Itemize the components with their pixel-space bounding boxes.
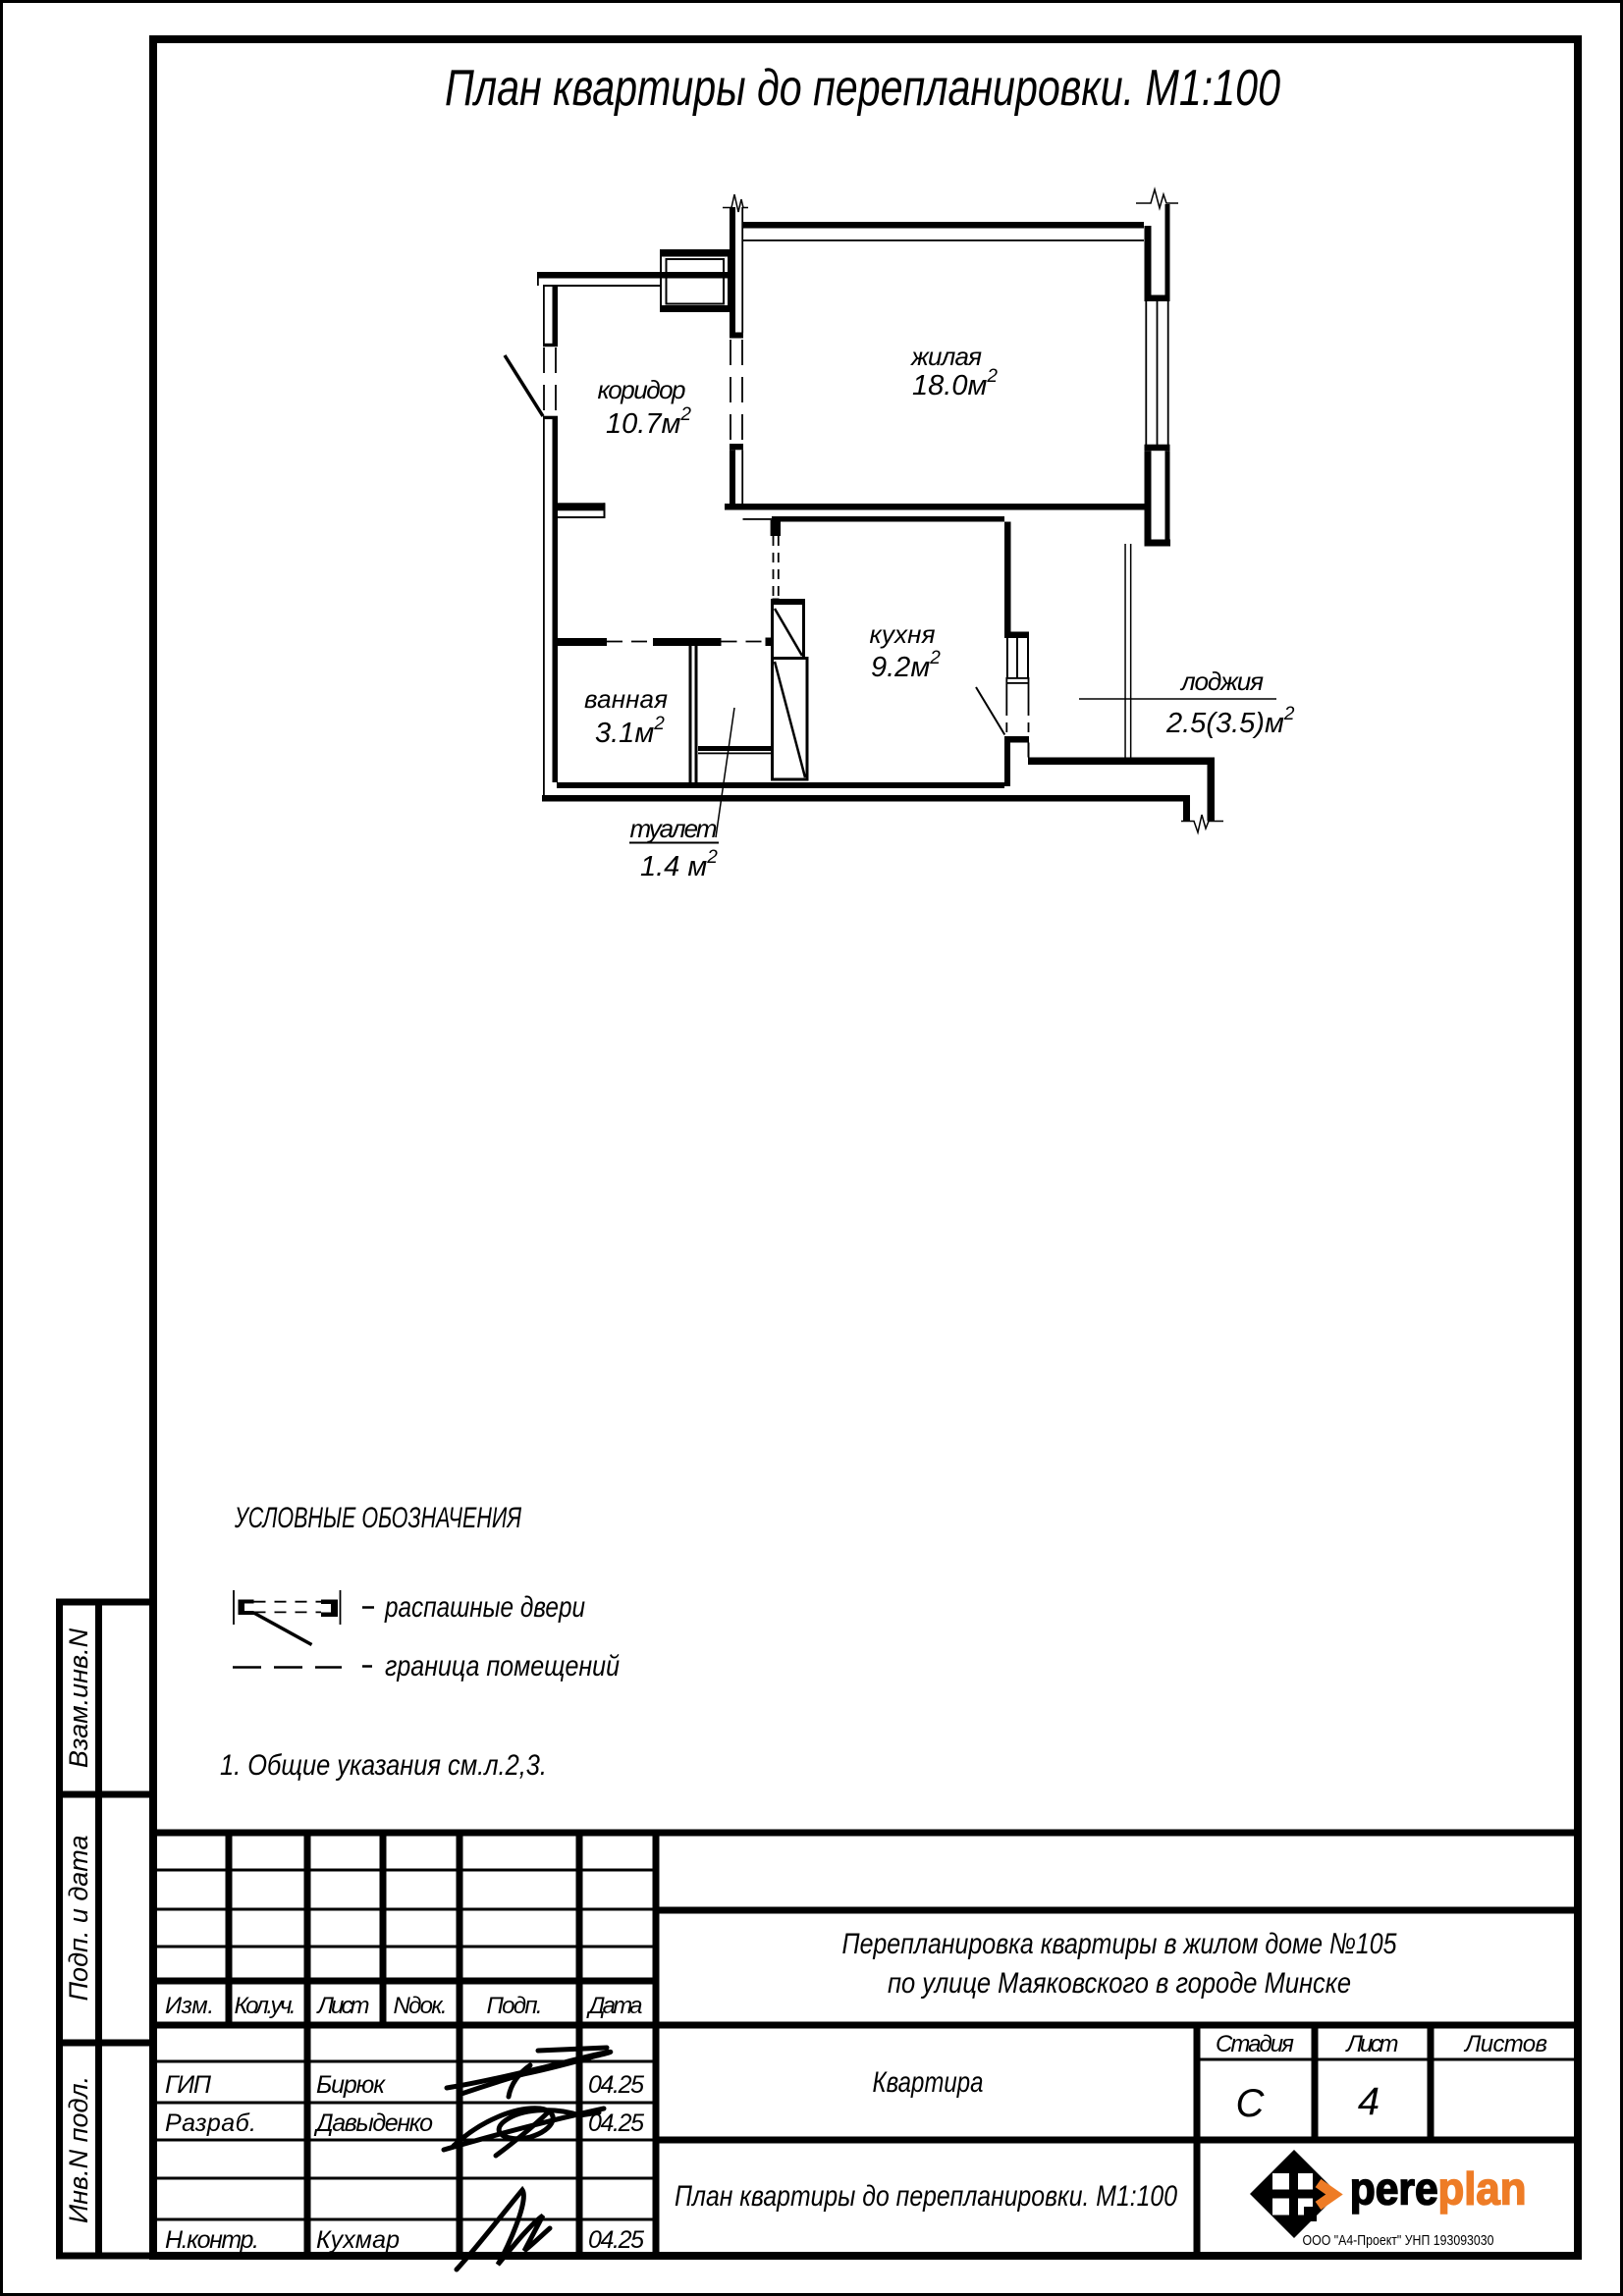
svg-text:кухня: кухня	[870, 619, 936, 649]
svg-text:04.25: 04.25	[588, 2226, 644, 2254]
svg-text:Подп. и дата: Подп. и дата	[64, 1835, 93, 2001]
svg-text:коридор: коридор	[598, 375, 686, 404]
svg-text:Лист: Лист	[316, 1993, 370, 2019]
svg-text:по улице Маяковского в городе: по улице Маяковского в городе Минске	[888, 1967, 1351, 2000]
svg-text:граница помещений: граница помещений	[385, 1650, 620, 1682]
svg-text:лоджия: лоджия	[1179, 667, 1264, 696]
svg-text:Дата: Дата	[586, 1993, 643, 2019]
svg-text:4: 4	[1358, 2080, 1380, 2123]
svg-text:1. Общие указания см.л.2,3.: 1. Общие указания см.л.2,3.	[220, 1749, 547, 1782]
svg-text:Изм.: Изм.	[165, 1993, 214, 2019]
svg-text:ванная: ванная	[584, 684, 668, 714]
svg-text:10.7м2: 10.7м2	[606, 404, 691, 440]
svg-text:04.25: 04.25	[588, 2071, 644, 2099]
svg-text:Квартира: Квартира	[873, 2066, 984, 2099]
svg-text:Н.контр.: Н.контр.	[165, 2226, 259, 2254]
svg-text:С: С	[1236, 2082, 1266, 2125]
svg-text:ООО "А4-Проект" УНП 193093030: ООО "А4-Проект" УНП 193093030	[1303, 2232, 1494, 2249]
svg-text:Кол.уч.: Кол.уч.	[235, 1993, 297, 2019]
svg-text:Лист: Лист	[1345, 2031, 1399, 2057]
svg-text:Бирюк: Бирюк	[316, 2071, 386, 2099]
svg-text:Давыденко: Давыденко	[313, 2109, 433, 2137]
svg-text:plan: plan	[1438, 2163, 1527, 2215]
svg-text:Кухмар: Кухмар	[316, 2226, 400, 2254]
svg-text:Инв.N подл.: Инв.N подл.	[64, 2076, 93, 2223]
svg-text:9.2м2: 9.2м2	[871, 648, 941, 683]
svg-text:УСЛОВНЫЕ ОБОЗНАЧЕНИЯ: УСЛОВНЫЕ ОБОЗНАЧЕНИЯ	[234, 1502, 521, 1534]
svg-text:pere: pere	[1350, 2163, 1438, 2215]
svg-text:2.5(3.5)м2: 2.5(3.5)м2	[1165, 704, 1295, 739]
svg-text:План квартиры до перепланировк: План квартиры до перепланировки. М1:100	[445, 60, 1280, 117]
svg-text:Подп.: Подп.	[487, 1993, 543, 2019]
svg-text:Листов: Листов	[1463, 2031, 1547, 2057]
svg-text:Взам.инв.N: Взам.инв.N	[64, 1628, 93, 1768]
svg-text:18.0м2: 18.0м2	[912, 366, 998, 401]
svg-text:жилая: жилая	[910, 342, 982, 371]
svg-text:туалет: туалет	[630, 814, 718, 843]
svg-text:Стадия: Стадия	[1216, 2031, 1294, 2057]
svg-text:План квартиры до перепланиров: План квартиры до перепланировки. М1:100	[675, 2180, 1177, 2213]
svg-text:распашные двери: распашные двери	[384, 1591, 585, 1624]
svg-text:3.1м2: 3.1м2	[595, 714, 665, 749]
svg-text:Разраб.: Разраб.	[165, 2109, 256, 2137]
svg-text:1.4 м2: 1.4 м2	[640, 847, 718, 882]
svg-text:Перепланировка квартиры в жило: Перепланировка квартиры в жилом доме №10…	[842, 1928, 1397, 1960]
svg-text:Nдок.: Nдок.	[394, 1993, 448, 2019]
svg-text:ГИП: ГИП	[165, 2071, 212, 2099]
